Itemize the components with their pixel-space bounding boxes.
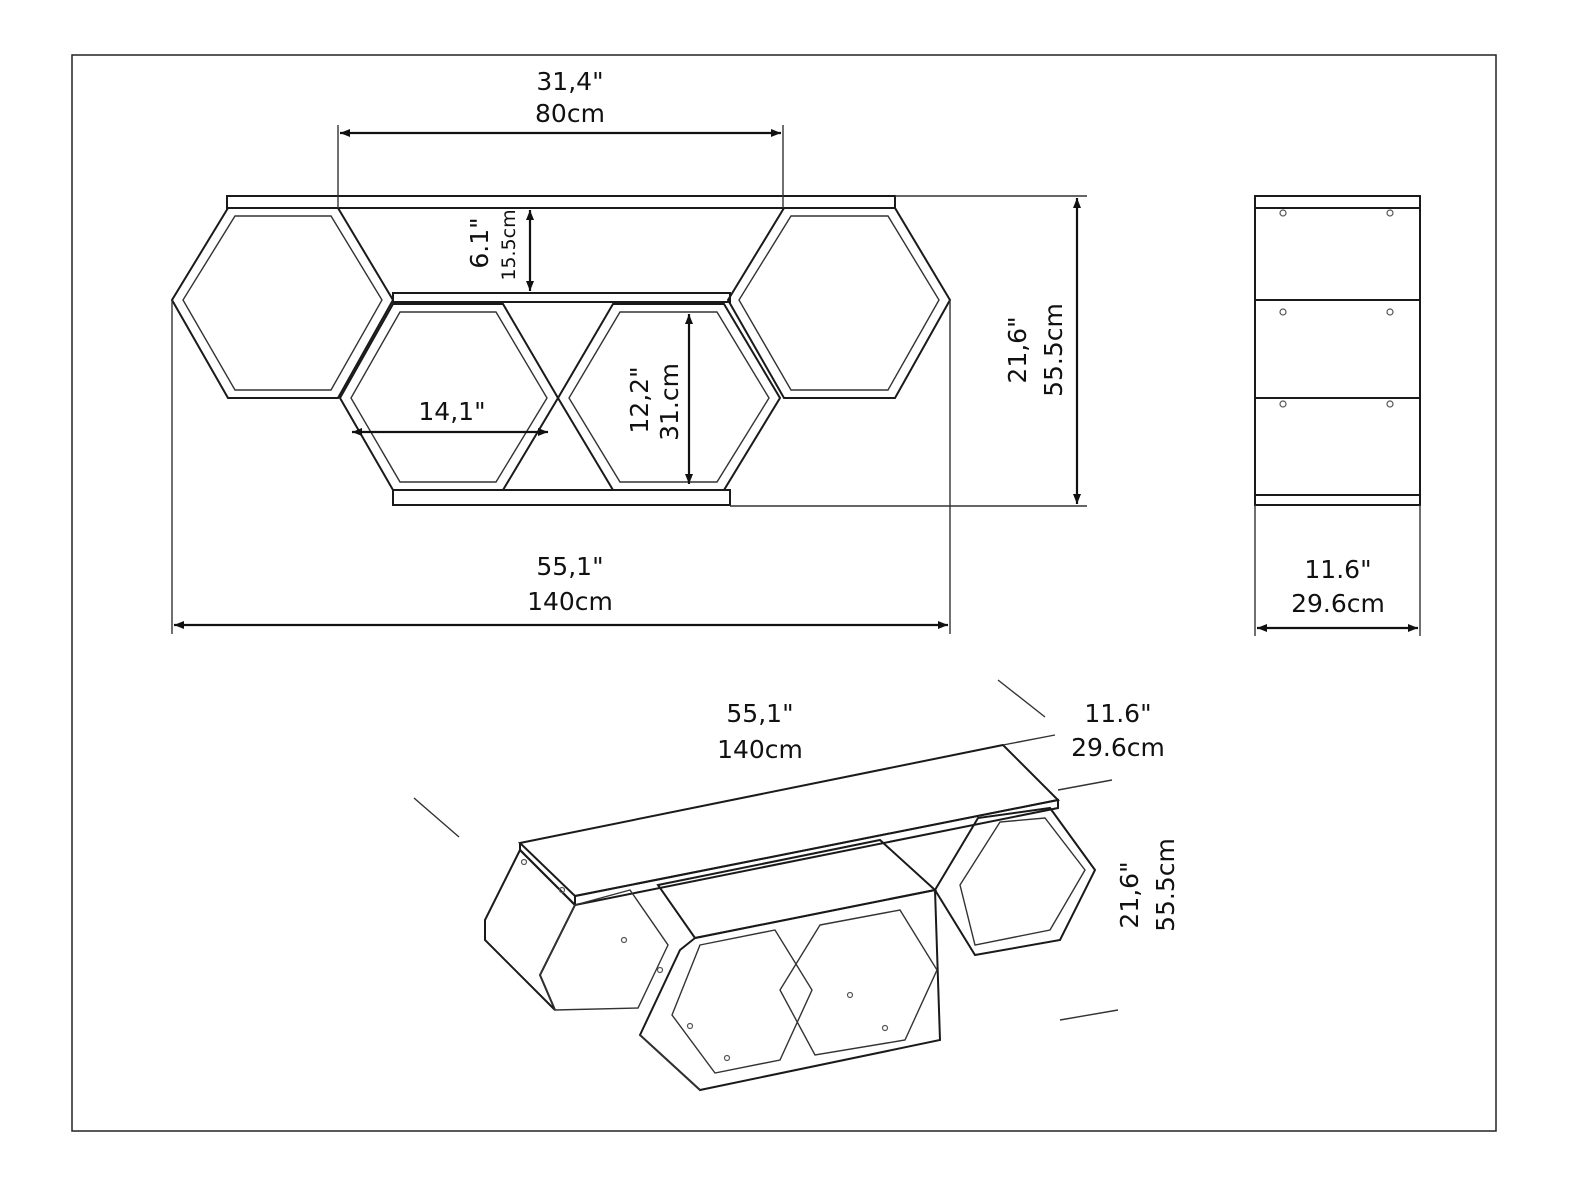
iso-height-inch: 21,6" xyxy=(1115,861,1144,928)
dim-top-width-cm: 80cm xyxy=(535,99,605,128)
dim-top-width-inch: 31,4" xyxy=(536,67,603,96)
iso-height-cm: 55.5cm xyxy=(1151,838,1180,932)
drawing-frame xyxy=(71,54,1497,1132)
dim-depth-cm: 29.6cm xyxy=(1291,589,1385,618)
iso-depth-inch: 11.6" xyxy=(1084,699,1151,728)
iso-depth-cm: 29.6cm xyxy=(1071,733,1165,762)
top-board xyxy=(226,195,896,209)
dim-total-width-inch: 55,1" xyxy=(536,552,603,581)
front-view: 31,4" 80cm 6.1" 15.5cm 14,1" 12,2" 31.cm… xyxy=(170,67,1087,634)
side-view: 11.6" 29.6cm xyxy=(1254,195,1421,636)
dim-total-height-inch: 21,6" xyxy=(1003,316,1032,383)
bottom-board xyxy=(392,489,731,506)
dim-shelf-gap-cm: 15.5cm xyxy=(498,209,520,280)
dim-depth-inch: 11.6" xyxy=(1304,555,1371,584)
hexagon-left xyxy=(170,207,395,399)
dim-hex-width-inch: 14,1" xyxy=(418,397,485,426)
dim-total-width-cm: 140cm xyxy=(527,587,613,616)
dim-hex-height-cm: 31.cm xyxy=(655,363,684,441)
middle-board xyxy=(392,292,731,303)
isometric-view: 55,1" 140cm 11.6" 29.6cm 21,6" 55.5cm xyxy=(413,679,1180,1092)
dim-shelf-gap-inch: 6.1" xyxy=(465,217,494,268)
iso-width-inch: 55,1" xyxy=(726,699,793,728)
dim-total-height-cm: 55.5cm xyxy=(1039,303,1068,397)
dim-hex-height-inch: 12,2" xyxy=(625,366,654,433)
iso-width-cm: 140cm xyxy=(717,735,803,764)
hexagon-right xyxy=(726,207,952,399)
